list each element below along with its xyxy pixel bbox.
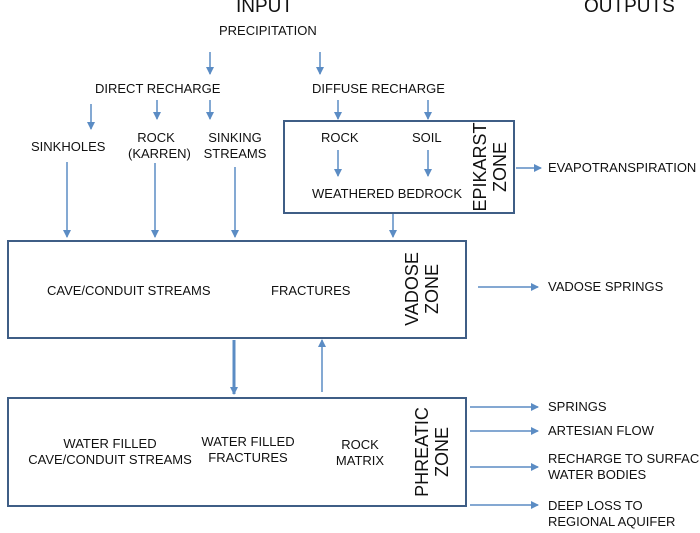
vadose-zone-box [7,240,467,339]
vadose-springs-label: VADOSE SPRINGS [548,279,664,294]
weathered-bedrock-label: WEATHERED BEDROCK [312,186,462,201]
phreatic-zone-label: PHREATIC ZONE [412,407,452,497]
precipitation-label: PRECIPITATION [219,23,317,38]
phreatic-zone-box [7,397,467,507]
sinkholes-label: SINKHOLES [31,139,106,154]
fractures-label: FRACTURES [271,283,351,298]
input-header: INPUT [236,0,293,17]
sinking-streams-label: SINKING STREAMS [203,130,267,161]
cave-conduit-streams-label: CAVE/CONDUIT STREAMS [47,283,211,298]
epikarst-soil-label: SOIL [412,130,442,145]
outputs-header: OUTPUTS [584,0,675,17]
artesian-flow-label: ARTESIAN FLOW [548,423,654,438]
direct-recharge-label: DIRECT RECHARGE [95,81,221,96]
evapotranspiration-label: EVAPOTRANSPIRATION [548,160,697,175]
rock-matrix-label: ROCK MATRIX [335,437,385,468]
rock-karren-label: ROCK (KARREN) [128,130,191,161]
epikarst-zone-box [283,120,515,214]
epikarst-rock-label: ROCK [321,130,359,145]
recharge-surface-label: RECHARGE TO SURFACE WATER BODIES [548,451,700,482]
water-filled-cave-label: WATER FILLED CAVE/CONDUIT STREAMS [28,436,192,467]
vadose-zone-label: VADOSE ZONE [402,252,442,326]
springs-label: SPRINGS [548,399,607,414]
epikarst-zone-label: EPIKARST ZONE [470,122,510,212]
deep-loss-label: DEEP LOSS TO REGIONAL AQUIFER [548,498,676,529]
water-filled-fractures-label: WATER FILLED FRACTURES [201,434,295,465]
diffuse-recharge-label: DIFFUSE RECHARGE [312,81,445,96]
